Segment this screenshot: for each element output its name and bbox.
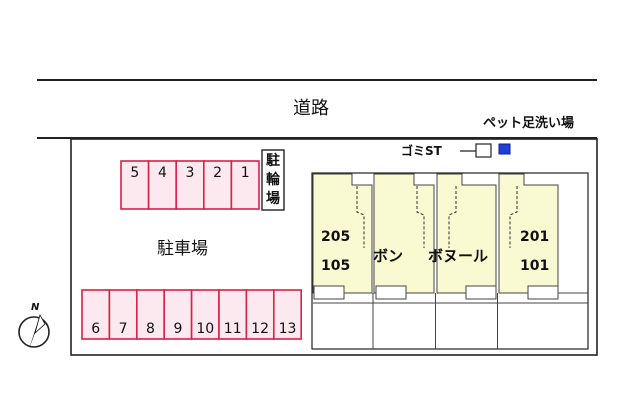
parking-space-number: 13	[279, 321, 297, 337]
door-step	[313, 285, 345, 300]
parking-space	[203, 160, 233, 210]
unit-number-105: 105	[321, 258, 351, 274]
north-arrow-icon	[18, 313, 50, 349]
door-step	[527, 285, 559, 300]
pet-wash-marker	[498, 143, 511, 155]
compass-circle	[18, 316, 50, 348]
bike-parking-box	[261, 149, 285, 211]
parking-space	[175, 160, 205, 210]
parking-space-number: 10	[196, 321, 214, 337]
parking-space-number: 6	[91, 321, 100, 337]
parking-space-number: 8	[146, 321, 155, 337]
bike-parking-label: 駐 輪 場	[262, 151, 284, 209]
pet-wash-label: ペット足洗い場	[483, 116, 575, 131]
parking-space-number: 1	[241, 165, 250, 181]
parking-space	[163, 289, 193, 340]
parking-space	[272, 289, 302, 340]
bike-parking-char: 駐	[266, 152, 280, 169]
parking-space-number: 7	[119, 321, 128, 337]
building-name-part-1: ボン	[373, 247, 404, 265]
parking-space-number: 4	[158, 165, 167, 181]
bike-parking-char: 輪	[266, 171, 280, 188]
compass-north-label: N	[31, 302, 40, 313]
parking-row-top: 5 4 3 2 1	[120, 160, 260, 210]
parking-space-number: 12	[251, 321, 269, 337]
bike-parking-char: 場	[266, 191, 280, 208]
door-step	[375, 285, 407, 300]
unit-block-3	[436, 173, 497, 294]
parking-space	[136, 289, 166, 340]
unit-block-4	[498, 173, 559, 294]
parking-space	[230, 160, 260, 210]
parking-row-bottom: 6 7 8 9 10 11 12 13	[81, 289, 302, 340]
car-parking-label: 駐車場	[157, 239, 208, 259]
stair-line	[356, 186, 365, 248]
parking-space-number: 9	[173, 321, 182, 337]
parking-space-number: 11	[224, 321, 242, 337]
road-label: 道路	[293, 98, 329, 119]
parking-space-number: 3	[186, 165, 195, 181]
stair-line	[509, 186, 518, 248]
unit-number-205: 205	[321, 229, 351, 245]
garbage-station-label: ゴミST	[401, 144, 442, 158]
door-step	[465, 285, 497, 300]
unit-number-101: 101	[520, 258, 550, 274]
parking-space	[120, 160, 150, 210]
garbage-station-box	[475, 143, 492, 158]
unit-block-2	[373, 173, 435, 294]
stair-line	[448, 186, 457, 248]
unit-number-201: 201	[520, 229, 550, 245]
parking-space	[147, 160, 178, 210]
compass-needle-tail	[34, 313, 46, 335]
apartment-building	[311, 172, 589, 350]
building-name-part-2: ボヌール	[428, 247, 489, 265]
parking-space-number: 2	[213, 165, 222, 181]
stair-line	[416, 186, 425, 248]
parking-space-number: 5	[130, 165, 139, 181]
